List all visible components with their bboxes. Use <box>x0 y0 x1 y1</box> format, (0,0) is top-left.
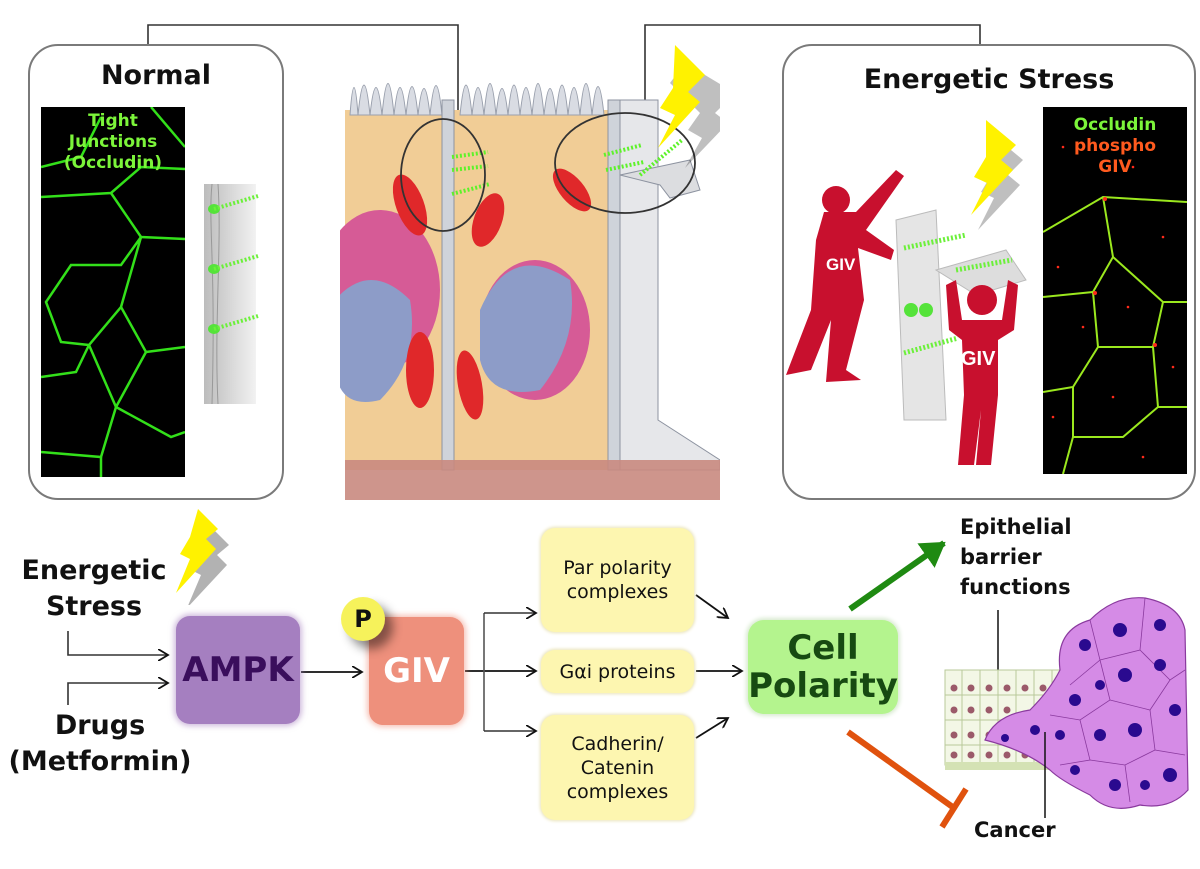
microvilli <box>349 83 605 116</box>
junction-highlight-stress <box>554 112 696 214</box>
epithelial-barrier-label: Epithelial barrier functions <box>960 515 1072 599</box>
cancer-label: Cancer <box>974 818 1056 842</box>
effector-par-polarity: Par polarity complexes <box>541 528 694 632</box>
giv-figures-illustration: GIV GIV <box>786 120 1027 465</box>
stress-micrograph-label: Occludin phospho GIV <box>1073 115 1157 177</box>
basement-membrane <box>345 460 720 500</box>
cancer-cell-mass <box>984 597 1189 809</box>
cell-membranes <box>441 99 720 471</box>
inhibit-bar <box>939 787 969 829</box>
stress-connector <box>644 24 981 120</box>
inhibit-arrow <box>846 729 956 811</box>
cadherin-to-polarity-arrow <box>695 718 728 739</box>
junction-highlight-normal <box>400 118 486 232</box>
occludin-giv-network <box>1043 145 1187 474</box>
giv-figure-pushing <box>786 170 904 382</box>
epithelium-illustration <box>340 45 720 500</box>
effector-cadherin-catenin: Cadherin/ Catenin complexes <box>541 715 694 820</box>
giv-figure-label-1: GIV <box>826 255 856 274</box>
drugs-to-ampk-arrow <box>67 683 168 705</box>
normal-connector <box>147 24 459 120</box>
epithelium-cancer-illustration <box>944 597 1189 818</box>
normal-panel-title: Normal <box>100 60 212 91</box>
lightning-icon <box>658 45 720 168</box>
normal-junction-illustration <box>204 184 259 404</box>
nuclei <box>340 210 590 402</box>
lightning-icon <box>176 509 229 605</box>
lightning-icon <box>971 120 1023 230</box>
mitochondria <box>392 168 592 420</box>
giv-figure-label-2: GIV <box>961 348 996 370</box>
stress-to-ampk-arrow <box>67 631 168 655</box>
energetic-stress-input-label: Energetic Stress <box>21 555 167 622</box>
effector-gai-proteins: Gαi proteins <box>541 650 694 693</box>
par-to-polarity-arrow <box>695 594 728 618</box>
drugs-input-label: Drugs (Metformin) <box>8 710 192 777</box>
giv-node: GIV <box>369 617 464 725</box>
phosphorylation-badge: P <box>341 597 385 641</box>
energetic-stress-panel-title: Energetic Stress <box>863 64 1115 95</box>
cell-polarity-node: Cell Polarity <box>748 620 898 714</box>
promote-arrow <box>848 540 946 612</box>
normal-micrograph-label: Tight Junctions (Occludin) <box>63 111 163 173</box>
normal-micrograph: Tight Junctions (Occludin) <box>41 107 185 477</box>
occludin-network <box>41 107 185 477</box>
ampk-node: AMPK <box>176 616 300 724</box>
stress-micrograph: Occludin phospho GIV <box>1043 107 1187 474</box>
giv-figure-lifting <box>946 280 1018 465</box>
